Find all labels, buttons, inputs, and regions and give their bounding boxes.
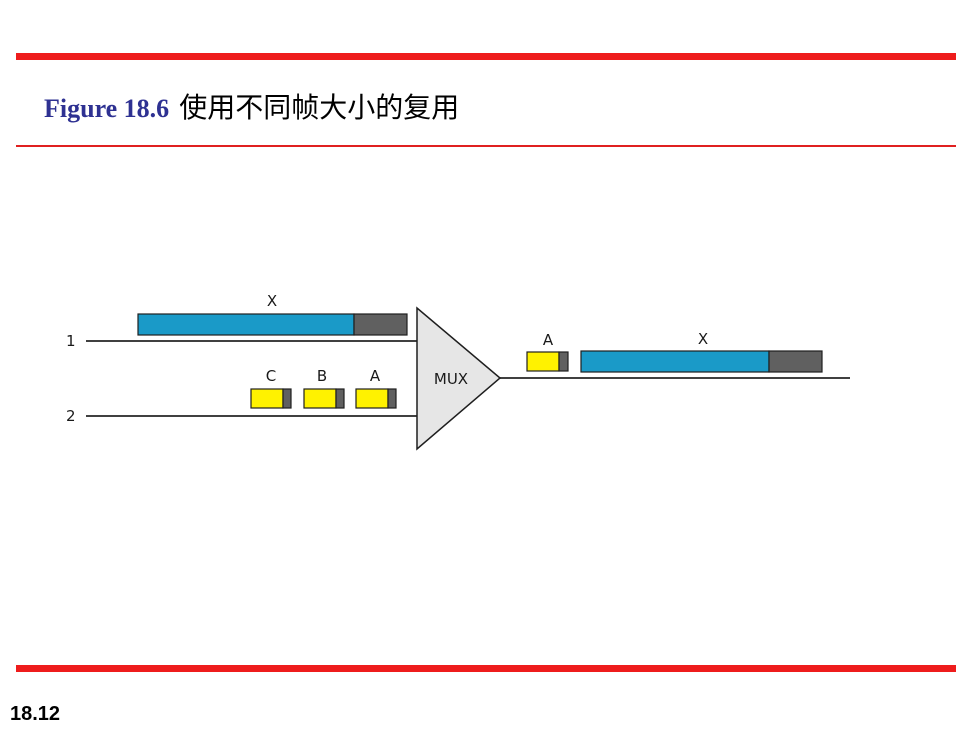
mux-block: MUX bbox=[416, 306, 502, 451]
input-frame-x: X bbox=[137, 292, 408, 336]
frame-a-header bbox=[387, 388, 397, 409]
input-frame-b-label: B bbox=[317, 367, 327, 385]
output-frame-x: X bbox=[580, 330, 823, 373]
output-frame-a-label: A bbox=[543, 331, 554, 349]
output-frame-a: A bbox=[526, 331, 569, 372]
page-number: 18.12 bbox=[10, 703, 61, 725]
title-rule bbox=[16, 145, 956, 147]
figure-caption: 使用不同帧大小的复用 bbox=[179, 91, 460, 124]
input-line-1-label: 1 bbox=[66, 332, 76, 350]
frame-x-header bbox=[353, 313, 408, 336]
mux-label: MUX bbox=[434, 370, 468, 388]
bottom-rule bbox=[16, 665, 956, 672]
frame-c-body bbox=[250, 388, 284, 409]
input-frame-b: B bbox=[303, 367, 345, 409]
output-frame-x-body bbox=[580, 350, 770, 373]
input-frame-a: A bbox=[355, 367, 397, 409]
slide-title: Figure 18.6 使用不同帧大小的复用 bbox=[44, 88, 459, 128]
frame-c-header bbox=[282, 388, 292, 409]
frame-b-header bbox=[335, 388, 345, 409]
input-frame-x-label: X bbox=[267, 292, 277, 310]
input-frame-a-label: A bbox=[370, 367, 381, 385]
frame-x-body bbox=[137, 313, 355, 336]
input-frame-c: C bbox=[250, 367, 292, 409]
output-frame-a-body bbox=[526, 351, 560, 372]
mux-triangle bbox=[416, 306, 502, 451]
output-frame-a-header bbox=[558, 351, 569, 372]
figure-label: Figure 18.6 bbox=[44, 94, 170, 123]
output-frame-x-label: X bbox=[698, 330, 708, 348]
output-frame-x-header bbox=[768, 350, 823, 373]
input-frame-c-label: C bbox=[266, 367, 276, 385]
frame-a-body bbox=[355, 388, 389, 409]
frame-b-body bbox=[303, 388, 337, 409]
top-rule bbox=[16, 53, 956, 60]
input-line-2-label: 2 bbox=[66, 407, 76, 425]
